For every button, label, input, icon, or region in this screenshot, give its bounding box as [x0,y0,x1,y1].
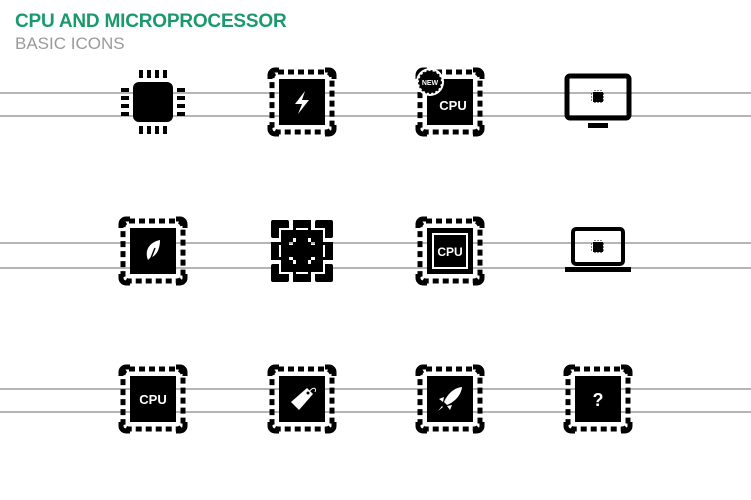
guide-line [0,411,751,413]
guide-line [0,242,751,244]
grid-chip-icon [267,216,337,286]
cpu-label-icon: CPU [118,364,188,434]
cpu-outline-icon: CPU [415,216,485,286]
guide-line [0,115,751,117]
new-badge: NEW [422,80,439,87]
cpu-label: CPU [437,245,462,259]
cpu-rocket-icon [415,364,485,434]
cpu-power-icon [267,67,337,137]
cpu-label: CPU [139,392,166,407]
cpu-label: CPU [439,98,466,113]
guide-line [0,388,751,390]
desktop-monitor-chip-icon [563,67,633,137]
page-subtitle: BASIC ICONS [15,34,125,53]
guide-line [0,92,751,94]
laptop-chip-icon [563,216,633,286]
guide-line [0,267,751,269]
page-title: CPU AND MICROPROCESSOR [15,11,287,32]
new-cpu-icon: CPU NEW [415,67,485,137]
cpu-question-icon: ? [563,364,633,434]
question-mark: ? [593,390,604,410]
chip-icon [118,67,188,137]
eco-cpu-leaf-icon [118,216,188,286]
cpu-price-tag-icon [267,364,337,434]
